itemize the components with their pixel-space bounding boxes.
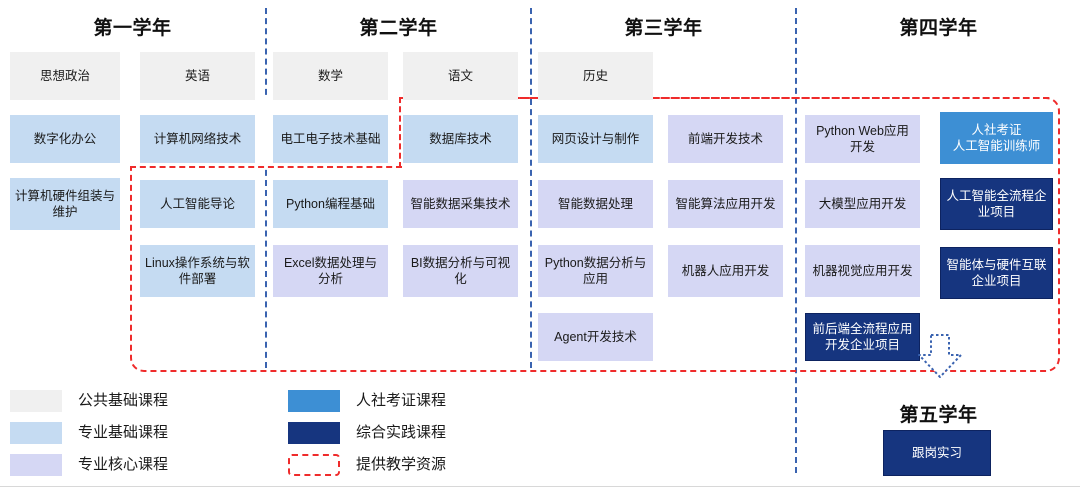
year-title-4: 第四学年 xyxy=(899,18,978,39)
course-y3c2r4[interactable]: 机器人应用开发 xyxy=(668,245,783,297)
year-title-1: 第一学年 xyxy=(93,18,172,39)
course-y3c1r3[interactable]: 智能数据处理 xyxy=(538,180,653,228)
course-y1c2r1[interactable]: 英语 xyxy=(140,52,255,100)
course-y2c1r3[interactable]: Python编程基础 xyxy=(273,180,388,228)
legend-swatch-cert xyxy=(288,390,340,412)
legend-swatch-practice xyxy=(288,422,340,444)
legend-swatch-resource xyxy=(288,454,340,476)
boundary-seg-vert-notch xyxy=(399,97,401,168)
course-y2c2r2[interactable]: 数据库技术 xyxy=(403,115,518,163)
course-y3c1r4[interactable]: Python数据分析与应用 xyxy=(538,245,653,297)
course-y1c2r3[interactable]: 人工智能导论 xyxy=(140,180,255,228)
course-y1c1r2[interactable]: 数字化办公 xyxy=(10,115,120,163)
legend-label-resource: 提供教学资源 xyxy=(356,456,447,473)
course-y3c1r5[interactable]: Agent开发技术 xyxy=(538,313,653,361)
year-title-3: 第三学年 xyxy=(624,18,703,39)
course-y5-internship[interactable]: 跟岗实习 xyxy=(883,430,991,476)
course-y1c2r4[interactable]: Linux操作系统与软件部署 xyxy=(140,245,255,297)
legend-label-practice: 综合实践课程 xyxy=(356,424,447,441)
legend-label-public: 公共基础课程 xyxy=(78,392,169,409)
year-title-2: 第二学年 xyxy=(359,18,438,39)
course-y1c1r1[interactable]: 思想政治 xyxy=(10,52,120,100)
boundary-seg-left-upper xyxy=(130,166,402,168)
boundary-mask-left-notch xyxy=(128,95,133,168)
year-divider-3-4 xyxy=(795,8,797,473)
course-y2c2r1[interactable]: 语文 xyxy=(403,52,518,100)
course-y4c1r4[interactable]: 机器视觉应用开发 xyxy=(805,245,920,297)
course-y1c2r2[interactable]: 计算机网络技术 xyxy=(140,115,255,163)
year-divider-2-3 xyxy=(530,8,532,368)
course-y1c1r3[interactable]: 计算机硬件组装与维护 xyxy=(10,178,120,230)
boundary-seg-top-right xyxy=(399,97,1049,99)
legend-swatch-base xyxy=(10,422,62,444)
legend-label-core: 专业核心课程 xyxy=(78,456,169,473)
year-title-5: 第五学年 xyxy=(899,405,978,426)
course-y3c1r2[interactable]: 网页设计与制作 xyxy=(538,115,653,163)
course-y2c2r4[interactable]: BI数据分析与可视化 xyxy=(403,245,518,297)
course-y4c1r2[interactable]: Python Web应用开发 xyxy=(805,115,920,163)
legend-swatch-core xyxy=(10,454,62,476)
course-y4c2r4[interactable]: 智能体与硬件互联企业项目 xyxy=(940,247,1053,299)
bottom-divider xyxy=(0,486,1080,487)
course-y4c1r3[interactable]: 大模型应用开发 xyxy=(805,180,920,228)
course-y2c1r1[interactable]: 数学 xyxy=(273,52,388,100)
course-y3c1r1[interactable]: 历史 xyxy=(538,52,653,100)
course-y3c2r2[interactable]: 前端开发技术 xyxy=(668,115,783,163)
course-y4c2r2-cert[interactable]: 人社考证 人工智能训练师 xyxy=(940,112,1053,164)
course-y3c2r3[interactable]: 智能算法应用开发 xyxy=(668,180,783,228)
year-divider-1-2 xyxy=(265,8,267,368)
flow-arrow-down-icon xyxy=(918,334,962,378)
course-y2c1r4[interactable]: Excel数据处理与分析 xyxy=(273,245,388,297)
course-y2c1r2[interactable]: 电工电子技术基础 xyxy=(273,115,388,163)
course-y2c2r3[interactable]: 智能数据采集技术 xyxy=(403,180,518,228)
legend-swatch-public xyxy=(10,390,62,412)
course-y4c2r3[interactable]: 人工智能全流程企业项目 xyxy=(940,178,1053,230)
course-y4c1r5[interactable]: 前后端全流程应用开发企业项目 xyxy=(805,313,920,361)
legend-label-base: 专业基础课程 xyxy=(78,424,169,441)
legend-label-cert: 人社考证课程 xyxy=(356,392,447,409)
